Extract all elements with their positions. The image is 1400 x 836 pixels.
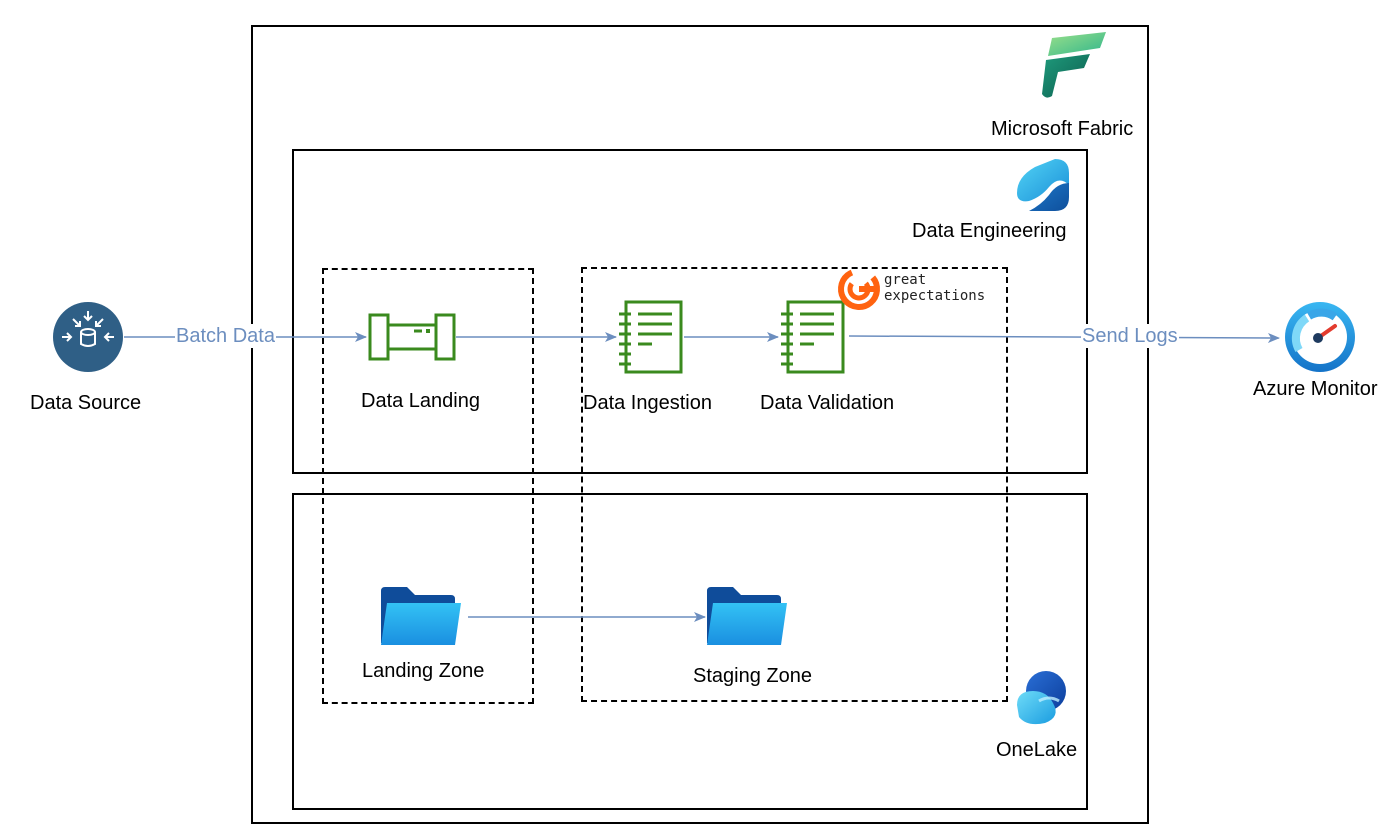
great-expectations-icon [838,268,880,310]
data-engineering-container [292,149,1088,474]
azure-monitor-label: Azure Monitor [1253,378,1378,400]
edge-send-logs [848,332,1280,343]
data-ingestion-label: Data Ingestion [583,392,712,414]
great-expectations-line2: expectations [884,288,986,304]
folder-icon[interactable] [705,585,789,647]
ingestion-validation-group [581,267,1008,702]
onelake-icon [1017,671,1066,725]
data-engineering-label: Data Engineering [912,220,1067,242]
data-landing-label: Data Landing [361,390,480,412]
notebook-icon[interactable] [780,300,846,374]
batch-data-label: Batch Data [175,324,276,348]
great-expectations-line1: great [884,272,927,288]
microsoft-fabric-icon [1042,32,1106,98]
microsoft-fabric-container [251,25,1149,824]
database-icon[interactable] [53,302,123,372]
onelake-container [292,493,1088,810]
folder-icon[interactable] [379,585,463,647]
staging-zone-label: Staging Zone [693,665,812,687]
send-logs-label: Send Logs [1081,324,1179,348]
notebook-icon[interactable] [618,300,684,374]
microsoft-fabric-label: Microsoft Fabric [991,118,1134,140]
data-source-label: Data Source [30,392,142,414]
landing-group [322,268,534,704]
landing-zone-label: Landing Zone [362,660,485,682]
gauge-icon[interactable] [1283,300,1357,374]
onelake-label: OneLake [996,739,1078,761]
data-engineering-icon [1017,159,1069,211]
data-validation-label: Data Validation [760,392,895,414]
pipeline-icon[interactable] [368,313,456,361]
